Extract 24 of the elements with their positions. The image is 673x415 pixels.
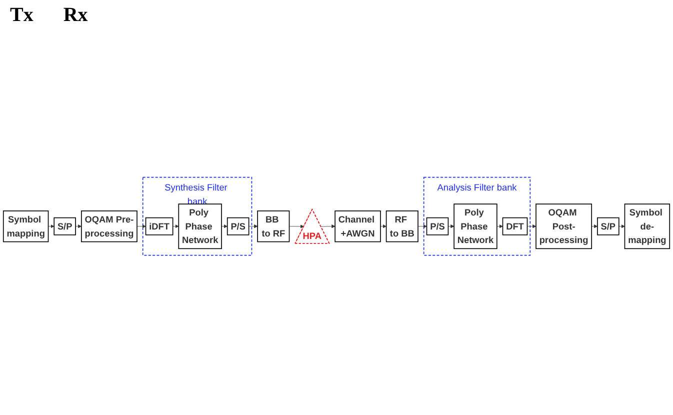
node-box: S/P — [54, 217, 76, 235]
arrow — [618, 224, 625, 228]
arrow — [496, 224, 503, 228]
node-box: P/S — [426, 217, 449, 235]
arrow — [75, 224, 82, 228]
signal-label: Tx — [10, 4, 34, 27]
node-box: Symbol mapping — [2, 210, 49, 242]
node-box: DFT — [502, 217, 528, 235]
node-box: OQAM Post-processing — [536, 203, 592, 249]
arrow — [172, 224, 179, 228]
arrow — [380, 224, 386, 228]
arrow — [48, 224, 54, 228]
node-box: S/P — [597, 217, 620, 235]
node-box: BB to RF — [257, 210, 290, 242]
node-box: RF to BB — [386, 210, 418, 242]
node-box: iDFT — [145, 217, 174, 235]
node-box: OQAM Pre-processing — [80, 210, 138, 242]
node-box: Poly Phase Network — [178, 203, 222, 249]
node-box: P/S — [226, 217, 250, 235]
node-box: Symbol de-mapping — [624, 203, 670, 249]
signal-label: Rx — [63, 4, 88, 27]
node-box: Channel +AWGN — [334, 210, 381, 242]
arrow — [448, 224, 454, 228]
node-box: Poly Phase Network — [454, 203, 498, 249]
